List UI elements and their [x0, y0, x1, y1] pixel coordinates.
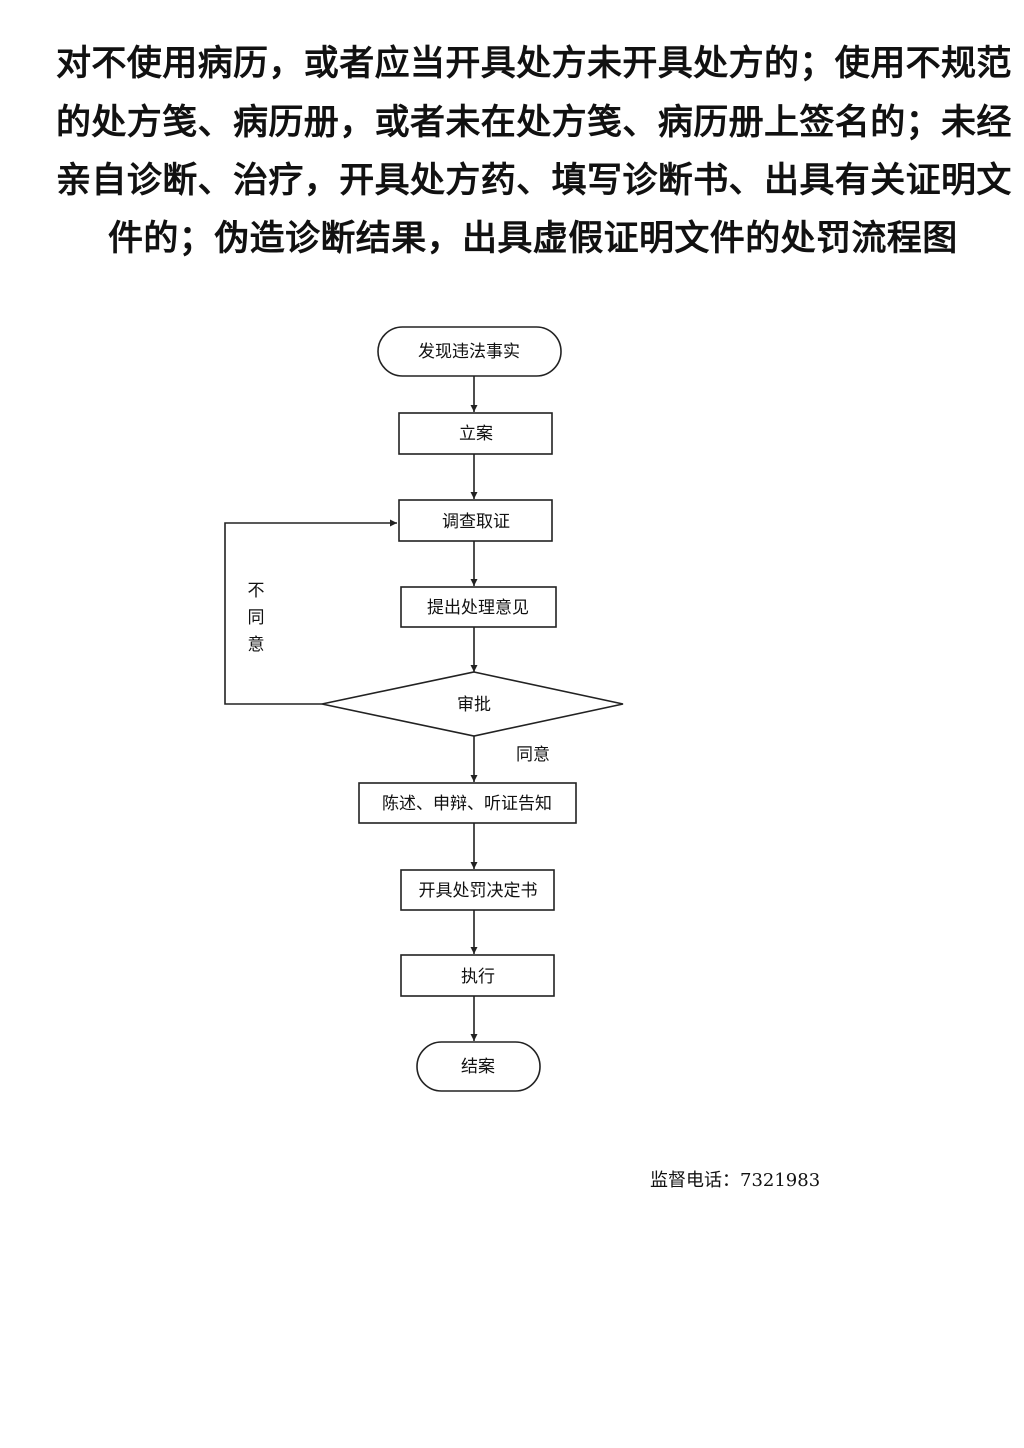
node-approve-label: 审批: [457, 695, 491, 715]
disagree-label-char-3: 意: [248, 635, 265, 655]
node-close-label: 结案: [461, 1057, 495, 1077]
node-file-case-label: 立案: [459, 424, 493, 444]
node-start-label: 发现违法事实: [418, 342, 520, 362]
node-decision-label: 开具处罚决定书: [419, 881, 538, 901]
supervision-phone: 监督电话：7321983: [650, 1170, 821, 1191]
node-investigate: [398, 499, 553, 542]
title-line-4: 件的；伪造诊断结果，出具虚假证明文件的处罚流程图: [108, 218, 958, 259]
agree-label: 同意: [516, 745, 550, 765]
node-propose-label: 提出处理意见: [427, 598, 529, 618]
node-file-case: [398, 412, 553, 455]
disagree-label-char-1: 不: [248, 581, 265, 601]
title-line-1: 对不使用病历，或者应当开具处方未开具处方的；使用不规范: [56, 43, 1012, 84]
node-execute-label: 执行: [461, 967, 495, 987]
title-line-3: 亲自诊断、治疗，开具处方药、填写诊断书、出具有关证明文: [56, 160, 1012, 201]
node-propose: [400, 586, 557, 628]
edge-approve-disagree-loop: [224, 519, 397, 705]
node-notify: [358, 782, 577, 824]
node-notify-label: 陈述、申辩、听证告知: [382, 794, 552, 814]
disagree-label-char-2: 同: [248, 608, 265, 628]
node-execute: [400, 954, 555, 997]
node-start: [377, 326, 562, 377]
node-approve-decision: [321, 671, 624, 737]
title-line-2: 的处方笺、病历册，或者未在处方笺、病历册上签名的；未经: [56, 102, 1012, 143]
node-close: [416, 1041, 541, 1092]
node-investigate-label: 调查取证: [442, 512, 510, 532]
node-decision: [400, 869, 555, 911]
